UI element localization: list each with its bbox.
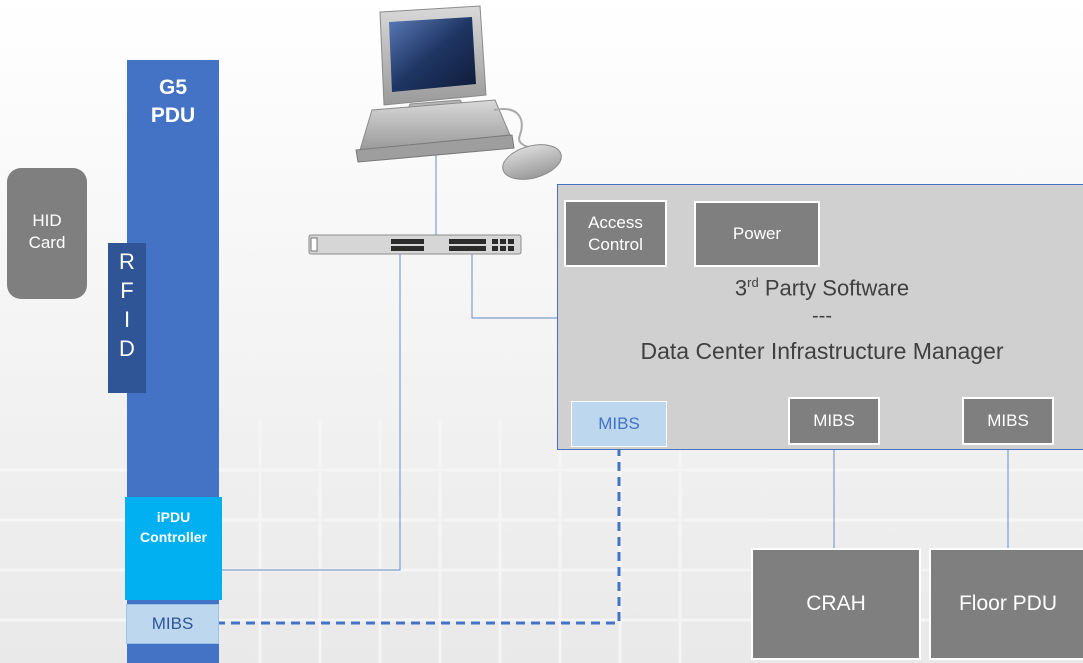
crah-device: CRAH: [751, 548, 921, 660]
dcim-mibs-crah: MIBS: [788, 397, 880, 445]
rfid-module: R F I D: [108, 243, 146, 393]
access-control-line1: Access: [588, 212, 643, 232]
rfid-letter: D: [119, 336, 135, 361]
pdu-title-line1: G5: [158, 76, 187, 99]
ipdu-controller: iPDU Controller: [125, 497, 222, 600]
dcim-mibs-floor-pdu: MIBS: [962, 397, 1054, 445]
rfid-letter: F: [120, 278, 134, 303]
ipdu-controller-line2: Controller: [140, 529, 207, 545]
rfid-letter: I: [123, 307, 131, 332]
dcim-title-prefix: 3: [734, 275, 748, 301]
rfid-letter: R: [119, 249, 135, 274]
access-control-line2: Control: [588, 234, 643, 254]
g5-pdu-title: G5 PDU: [127, 74, 219, 130]
ipdu-controller-line1: iPDU: [156, 509, 191, 525]
floor-pdu-device: Floor PDU: [929, 548, 1083, 660]
hid-card: HID Card: [7, 168, 87, 299]
mibs-dashed-link: [219, 447, 621, 625]
switch-controller-link: [222, 254, 401, 571]
dcim-title-sup: rd: [747, 275, 759, 290]
pdu-title-line2: PDU: [150, 104, 196, 127]
dcim-title-rest: Party Software: [758, 275, 910, 301]
dcim-mibs-pdu: MIBS: [571, 401, 667, 447]
dcim-title: 3rd Party Software: [557, 268, 1083, 303]
power-module: Power: [694, 201, 820, 267]
access-control-module: Access Control: [564, 200, 667, 267]
pdu-mibs: MIBS: [126, 604, 219, 644]
switch-dcim-link: [471, 254, 557, 319]
dcim-subtitle: Data Center Infrastructure Manager: [640, 338, 1004, 364]
hid-card-line2: Card: [28, 233, 66, 252]
dcim-separator: ---: [812, 305, 832, 327]
hid-card-line1: HID: [32, 211, 62, 230]
